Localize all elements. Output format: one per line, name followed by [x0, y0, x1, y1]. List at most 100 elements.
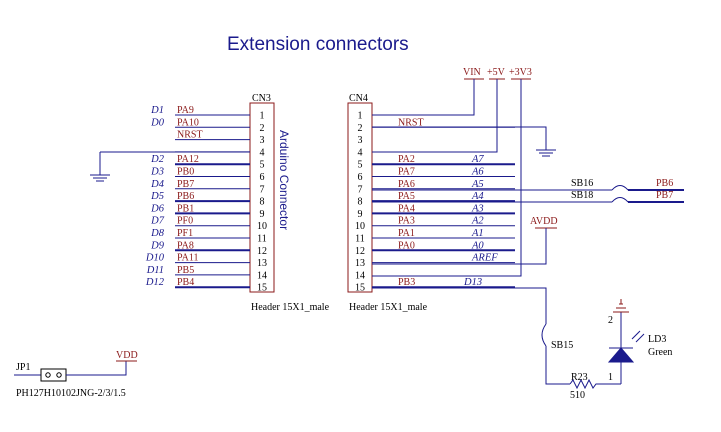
cn3-pin-net: PF0: [177, 216, 193, 227]
cn3-pin-number: 10: [257, 221, 267, 232]
bridge-wires-right: [628, 189, 684, 203]
sb16-label: SB16: [571, 178, 593, 189]
cn4-arduino-label: A1: [471, 228, 484, 239]
cn4-pin-number: 11: [355, 234, 365, 245]
led-pin2: 2: [608, 315, 613, 326]
cn3-arduino-label: D3: [150, 167, 164, 178]
cn4-pin-net: NRST: [398, 117, 424, 128]
cn4-arduino-label: D13: [463, 277, 482, 288]
cn3-pin-number: 12: [257, 246, 267, 257]
cn3-pin-net: PB5: [177, 265, 194, 276]
avdd-wire: [372, 228, 547, 265]
cn3-arduino-label: D6: [150, 203, 165, 214]
cn4-arduino-label: AREF: [471, 253, 498, 264]
led-color: Green: [648, 347, 672, 358]
cn4-arduino-label: A3: [471, 203, 484, 214]
cn3-pin-net: PA11: [177, 253, 199, 264]
cn3-pin-number: 13: [257, 258, 267, 269]
cn3-pin-net: PF1: [177, 228, 193, 239]
cn3-pin-number: 6: [260, 172, 265, 183]
cn4-pin-net: PB3: [398, 277, 415, 288]
cn3-pin-number: 14: [257, 270, 267, 281]
cn3-pins: 1PA9D12PA10D03NRST45PA12D26PB0D37PB7D48P…: [145, 105, 267, 294]
cn3-pin-net: PA12: [177, 154, 199, 165]
jumper-icon: [40, 368, 67, 382]
jp1-part: PH127H10102JNG-2/3/1.5: [16, 388, 126, 399]
cn3-label: Arduino Connector: [277, 130, 291, 230]
cn3-pin-number: 8: [260, 197, 265, 208]
cn3-arduino-label: D8: [150, 228, 165, 239]
cn4-pin-number: 4: [358, 147, 363, 158]
cn3-arduino-label: D7: [150, 216, 165, 227]
cn3-pin-number: 1: [260, 111, 265, 122]
cn3-arduino-label: D11: [146, 265, 164, 276]
v3v3-wire: [372, 79, 522, 277]
cn4-pin-number: 10: [355, 221, 365, 232]
ground-icon: [536, 149, 556, 157]
cn4-body: [347, 102, 373, 293]
cn4-pin-net: PA5: [398, 191, 415, 202]
vin-wire: [372, 79, 475, 116]
cn3-pin-net: PB7: [177, 179, 194, 190]
cn3-arduino-label: D9: [150, 240, 165, 251]
cn4-arduino-label: A4: [471, 191, 484, 202]
cn4-arduino-label: A6: [471, 167, 484, 178]
sb16-jumper: [611, 185, 629, 191]
resistor-icon: [569, 378, 621, 390]
cn3-arduino-label: D0: [150, 117, 165, 128]
ground-icon: [90, 174, 110, 182]
cn4-pin-net: PA2: [398, 154, 415, 165]
cn3-body: [249, 102, 275, 293]
v5-wire: [372, 79, 498, 153]
cn4-footprint: Header 15X1_male: [349, 302, 428, 313]
cn3-pin-number: 2: [260, 123, 265, 134]
cn4-pin-net: PA4: [398, 203, 415, 214]
cn3-ref: CN3: [252, 93, 271, 104]
cn3-pin-net: PB0: [177, 167, 194, 178]
led-pin1: 1: [608, 372, 613, 383]
pb6-label: PB6: [656, 178, 673, 189]
jp1-right-wire: [66, 361, 127, 376]
cn4-arduino-label: A2: [471, 216, 484, 227]
cn4-pin-number: 2: [358, 123, 363, 134]
cn3-arduino-label: D10: [145, 253, 165, 264]
v5-label: +5V: [487, 67, 506, 78]
pb3-wire: [372, 287, 547, 324]
cn3-pin-net: PA10: [177, 117, 199, 128]
cn3-pin-number: 5: [260, 160, 265, 171]
cn4-ref: CN4: [349, 93, 368, 104]
cn4-pin-net: PA6: [398, 179, 415, 190]
cn3-pin-net: NRST: [177, 130, 203, 141]
cn3-footprint: Header 15X1_male: [251, 302, 330, 313]
page-title: Extension connectors: [227, 34, 409, 55]
cn3-pin-net: PB6: [177, 191, 194, 202]
v3v3-label: +3V3: [509, 67, 532, 78]
sb18-label: SB18: [571, 190, 593, 201]
cn3-pin-net: PB4: [177, 277, 194, 288]
cn4-pin-number: 1: [358, 111, 363, 122]
cn4-arduino-label: A7: [471, 154, 484, 165]
pb7-label: PB7: [656, 190, 673, 201]
cn3-pin-number: 15: [257, 283, 267, 294]
r23-ref: R23: [571, 372, 588, 383]
cn4-pin-number: 3: [358, 135, 363, 146]
sb15-label: SB15: [551, 340, 573, 351]
cn4-pin-number: 15: [355, 283, 365, 294]
avdd-label: AVDD: [530, 216, 558, 227]
cn4-pin-number: 12: [355, 246, 365, 257]
vin-label: VIN: [463, 67, 481, 78]
cn3-arduino-label: D1: [150, 105, 164, 116]
cn4-pin-number: 6: [358, 172, 363, 183]
cn3-arduino-label: D4: [150, 179, 165, 190]
cn4-pin-number: 7: [358, 184, 363, 195]
cn4-gnd-wire: [372, 126, 547, 150]
cn3-pin-net: PA9: [177, 105, 194, 116]
led-ref: LD3: [648, 334, 666, 345]
cn3-arduino-label: D5: [150, 191, 164, 202]
cn3-pin-number: 7: [260, 184, 265, 195]
cn3-pin-number: 3: [260, 135, 265, 146]
cn4-pin-number: 5: [358, 160, 363, 171]
cn3-gnd-wire: [99, 151, 250, 175]
